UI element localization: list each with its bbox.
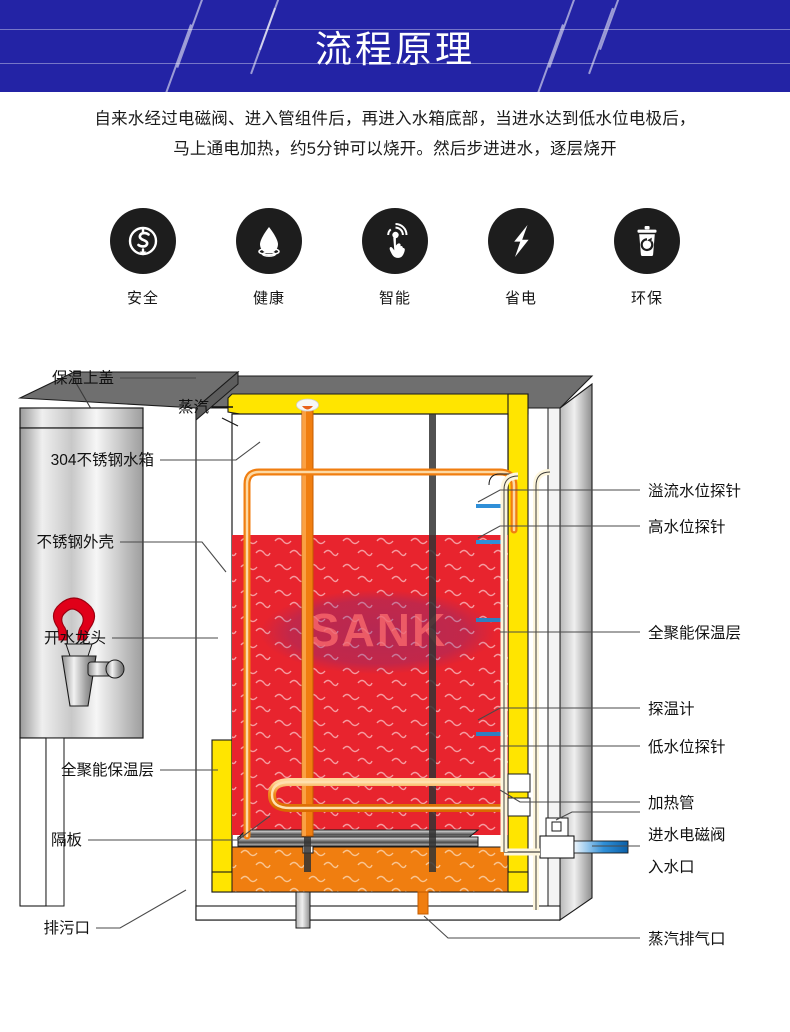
right-label-6: 进水电磁阀 — [648, 826, 726, 844]
banner-line-lower — [0, 63, 790, 64]
right-label-4: 低水位探针 — [648, 738, 726, 756]
left-label-0: 保温上盖 — [52, 369, 114, 387]
left-label-4: 全聚能保温层 — [61, 761, 154, 779]
water-drop-icon — [236, 208, 302, 274]
right-label-8: 蒸汽排气口 — [648, 930, 726, 948]
section-banner: 流程原理 — [0, 0, 790, 92]
feature-item-eco: 环保 — [611, 208, 683, 308]
right-label-5: 加热管 — [648, 794, 695, 812]
leader-lines — [88, 377, 640, 939]
feature-label: 省电 — [504, 290, 537, 307]
probe-tips — [476, 504, 502, 736]
touch-hand-icon — [362, 208, 428, 274]
svg-text:SANK: SANK — [309, 604, 447, 656]
feature-label: 安全 — [126, 290, 159, 307]
page-title: 流程原理 — [315, 29, 475, 70]
inline-label-steam: 蒸汽 — [178, 398, 210, 416]
quality-s-icon — [110, 208, 176, 274]
intro-line-1: 自来水经过电磁阀、进入管组件后，再进入水箱底部，当进水达到低水位电极后， — [94, 110, 696, 128]
watermark: SANK — [260, 590, 496, 674]
intro-paragraph: 自来水经过电磁阀、进入管组件后，再进入水箱底部，当进水达到低水位电极后， 马上通… — [0, 104, 790, 164]
feature-label: 智能 — [378, 290, 411, 307]
diagram-labels: 蒸汽 保温上盖 304不锈钢水箱 不锈钢外壳 开水龙头 全聚能保温层 隔板 排污… — [36, 369, 741, 948]
intro-line-2: 马上通电加热，约5分钟可以烧开。然后步进进水，逐层烧开 — [173, 140, 617, 158]
right-label-1: 高水位探针 — [648, 518, 726, 536]
left-label-5: 隔板 — [51, 831, 82, 849]
lightning-bolt-icon — [488, 208, 554, 274]
feature-label: 健康 — [252, 290, 285, 307]
boiler-cutaway-diagram: SANK — [0, 350, 790, 990]
feature-label: 环保 — [630, 290, 663, 307]
feature-item-power-saving: 省电 — [485, 208, 557, 308]
recycle-bin-icon — [614, 208, 680, 274]
left-label-1: 304不锈钢水箱 — [51, 451, 154, 469]
banner-line-upper — [0, 29, 790, 30]
right-label-2: 全聚能保温层 — [648, 624, 741, 642]
feature-list: 安全 健康 智能 — [0, 208, 790, 308]
right-label-0: 溢流水位探针 — [648, 482, 741, 500]
right-label-3: 探温计 — [648, 700, 695, 718]
left-label-6: 排污口 — [43, 919, 90, 937]
left-label-2: 不锈钢外壳 — [36, 533, 114, 551]
right-label-7: 入水口 — [648, 858, 695, 876]
hot-water-faucet — [52, 597, 125, 707]
feature-item-health: 健康 — [233, 208, 305, 308]
feature-item-safety: 安全 — [107, 208, 179, 308]
feature-item-smart: 智能 — [359, 208, 431, 308]
left-label-3: 开水龙头 — [44, 629, 106, 647]
